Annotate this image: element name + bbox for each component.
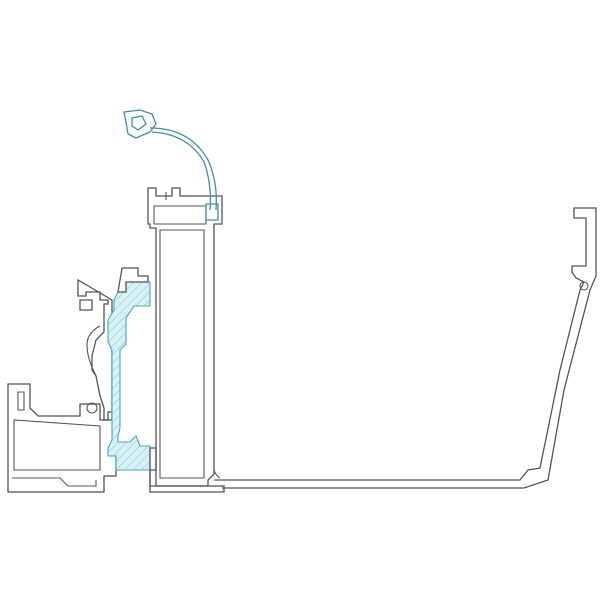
thermal-break-insulator xyxy=(107,281,151,471)
weather-seal-arm xyxy=(123,109,219,221)
gutter-tray-profile xyxy=(213,207,597,489)
sash-profile xyxy=(77,278,113,421)
outer-frame-profile xyxy=(7,383,117,493)
main-frame-mullion xyxy=(147,187,223,487)
